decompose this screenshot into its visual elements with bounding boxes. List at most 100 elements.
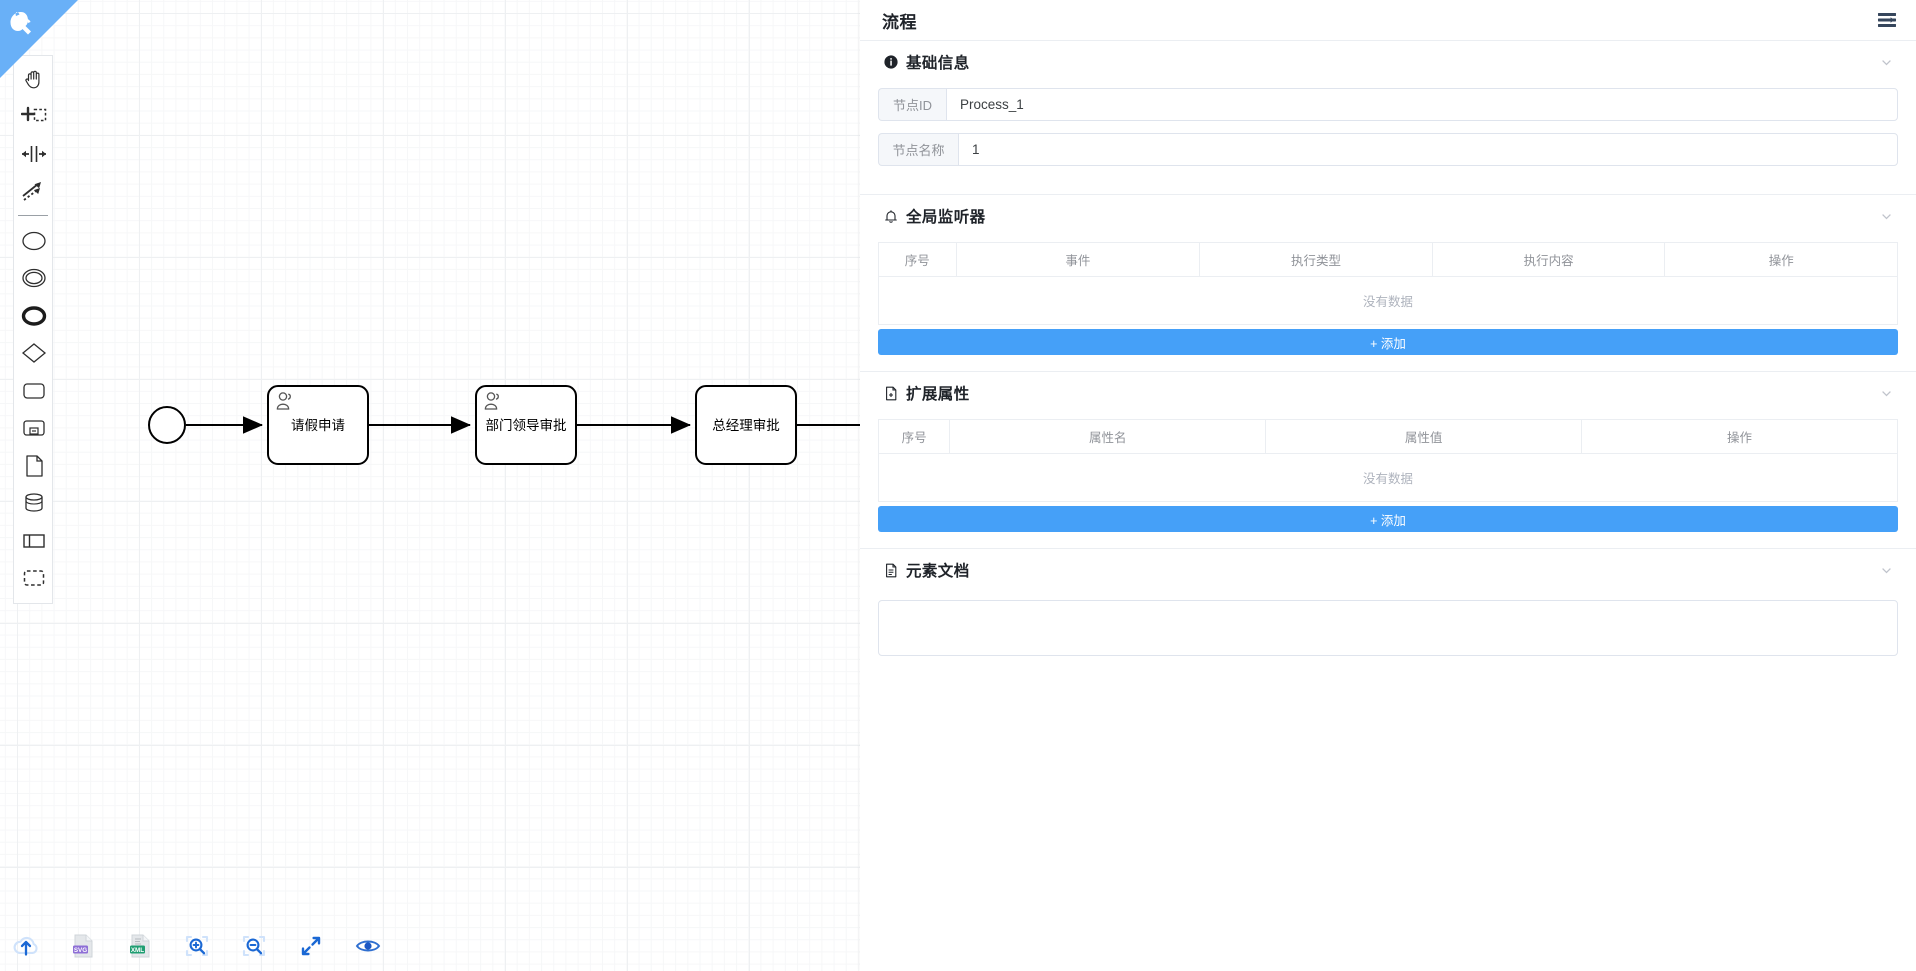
svg-text:SVG: SVG [74,947,87,954]
field-node-id-label: 节点ID [878,88,946,121]
col-index: 序号 [878,242,957,277]
zoom-in-button[interactable] [181,930,213,962]
table-header-row: 序号 事件 执行类型 执行内容 操作 [878,242,1898,277]
bpmn-node-task-2[interactable]: 部门领导审批 [475,385,577,465]
table-empty-row: 没有数据 [878,453,1898,502]
dashed-group-icon [23,570,45,586]
palette-create-start-event[interactable] [14,222,54,260]
chevron-down-icon[interactable] [1878,54,1894,70]
eye-icon [355,940,381,952]
section-basic-info-title: 基础信息 [906,55,970,72]
document-icon [26,455,43,477]
section-global-listener-header[interactable]: 全局监听器 [878,195,1898,237]
document-text-icon [882,562,899,579]
empty-text: 没有数据 [878,276,1898,325]
palette-global-connect-tool[interactable] [14,173,54,211]
chevron-down-icon[interactable] [1878,562,1894,578]
fork-me-ribbon[interactable] [0,0,80,80]
bpmn-node-task-1[interactable]: 请假申请 [267,385,369,465]
bpmn-node-task-3[interactable]: 总经理审批 [695,385,797,465]
xml-file-icon: XML [130,934,150,958]
fit-viewport-button[interactable] [295,930,327,962]
diamond-icon [21,343,47,364]
bpmn-palette[interactable] [13,55,53,604]
user-task-icon [276,392,291,410]
svg-file-icon: SVG [73,934,93,958]
palette-create-gateway[interactable] [14,335,54,373]
col-exec-content: 执行内容 [1431,242,1666,277]
global-listener-table: 序号 事件 执行类型 执行内容 操作 没有数据 [878,242,1898,325]
palette-create-group[interactable] [14,560,54,598]
info-circle-icon [882,54,899,71]
field-node-name: 节点名称 [878,133,1898,166]
section-extension-properties: 扩展属性 序号 属性名 属性值 操作 [860,372,1916,549]
bpmn-node-task-2-label: 部门领导审批 [486,418,567,433]
palette-create-data-store[interactable] [14,485,54,523]
chevron-down-icon[interactable] [1878,208,1894,224]
rounded-rect-icon [23,383,45,399]
element-documentation-textarea[interactable] [878,600,1898,656]
export-svg-button[interactable]: SVG [67,930,99,962]
palette-create-participant[interactable] [14,522,54,560]
preview-button[interactable] [352,930,384,962]
bpmn-node-task-1-label: 请假申请 [291,418,345,433]
palette-create-task[interactable] [14,372,54,410]
add-extension-property-button[interactable]: + 添加 [878,506,1898,532]
node-name-input[interactable] [958,133,1898,166]
zoom-out-button[interactable] [238,930,270,962]
connect-arrow-icon [22,182,41,201]
canvas-bottom-toolbar[interactable]: SVG XML [0,921,860,971]
circle-double-icon [22,269,46,288]
page-title: 流程 [882,12,917,32]
bpmn-node-start-event[interactable] [148,406,186,444]
zoom-out-icon [242,935,266,957]
field-node-name-label: 节点名称 [878,133,958,166]
svg-text:XML: XML [131,947,144,954]
section-basic-info-header[interactable]: 基础信息 [878,41,1898,83]
col-action: 操作 [1581,419,1898,454]
table-header-row: 序号 属性名 属性值 操作 [877,419,1898,454]
section-extension-properties-title: 扩展属性 [906,386,970,403]
palette-create-end-event[interactable] [14,297,54,335]
section-extension-properties-body: 序号 属性名 属性值 操作 没有数据 + 添加 [877,414,1898,548]
properties-panel-body: 基础信息 节点ID 节点名称 [860,41,1916,821]
node-id-input[interactable] [946,88,1898,121]
section-element-documentation-body [878,591,1898,677]
col-event: 事件 [955,242,1201,277]
palette-space-tool[interactable] [14,135,54,173]
subprocess-icon [23,420,45,436]
palette-create-subprocess[interactable] [14,410,54,448]
palette-create-data-object[interactable] [14,447,54,485]
section-element-documentation-header[interactable]: 元素文档 [878,549,1898,591]
user-task-icon [484,392,499,410]
palette-separator [18,215,48,216]
table-empty-row: 没有数据 [878,276,1898,325]
bell-icon [882,208,899,225]
circle-thin-icon [22,231,46,250]
field-node-id: 节点ID [878,88,1898,121]
ribbon-triangle [0,0,78,78]
github-octocat-icon [10,12,31,35]
section-extension-properties-header[interactable]: 扩展属性 [878,372,1898,414]
palette-lasso-tool[interactable] [14,98,54,136]
empty-text: 没有数据 [878,453,1898,502]
section-global-listener: 全局监听器 序号 事件 执行类型 执行内容 操作 [860,195,1916,372]
col-exec-type: 执行类型 [1199,242,1433,277]
col-prop-name: 属性名 [949,419,1267,454]
space-tool-icon [22,145,46,162]
col-index: 序号 [877,419,951,454]
pool-icon [23,534,45,548]
col-action: 操作 [1664,242,1898,277]
chevron-down-icon[interactable] [1878,385,1894,401]
extension-properties-table: 序号 属性名 属性值 操作 没有数据 [877,419,1898,502]
fit-screen-icon [301,936,321,956]
lasso-select-icon [21,107,47,122]
hamburger-menu-icon [1878,13,1896,27]
palette-create-intermediate-event[interactable] [14,260,54,298]
hamburger-menu-button[interactable] [1876,9,1898,31]
export-xml-button[interactable]: XML [124,930,156,962]
database-icon [25,493,43,512]
add-global-listener-button[interactable]: + 添加 [878,329,1898,355]
upload-file-button[interactable] [10,930,42,962]
file-plus-icon [882,385,899,402]
